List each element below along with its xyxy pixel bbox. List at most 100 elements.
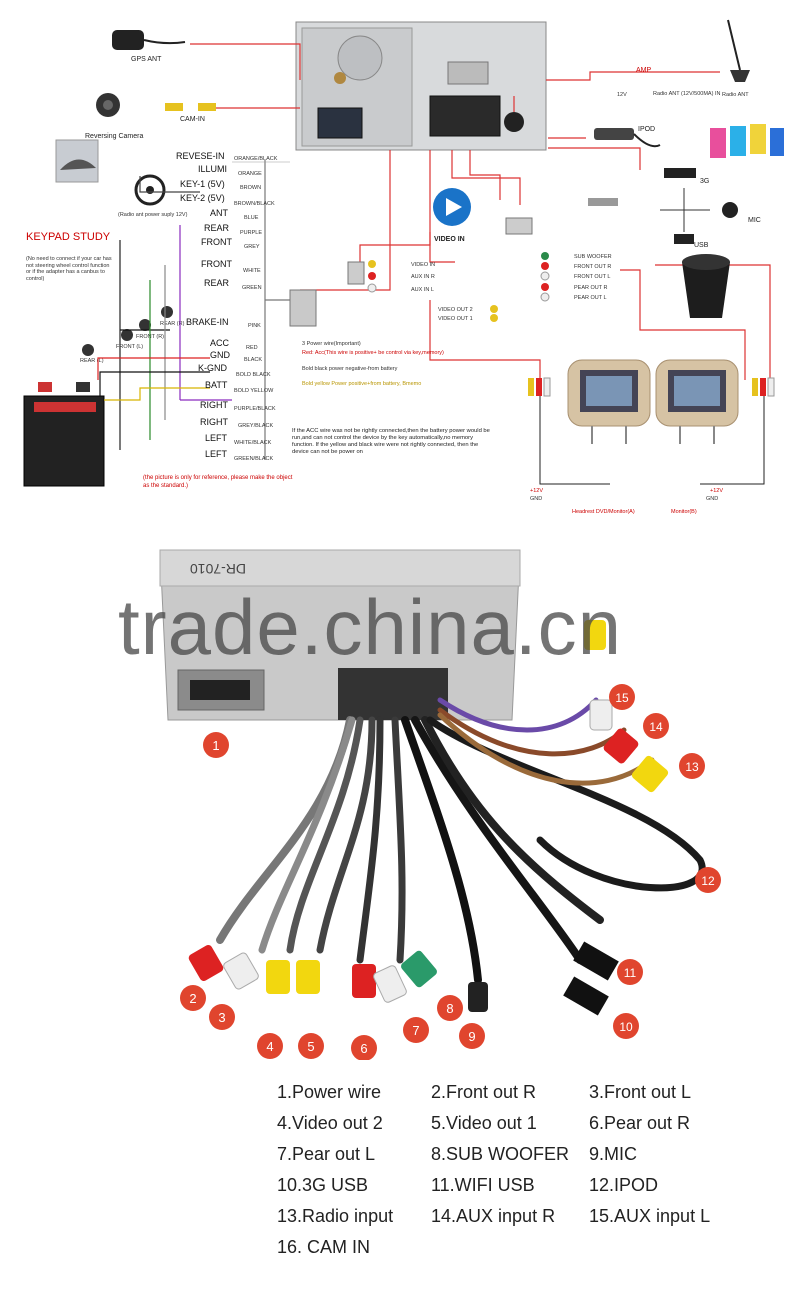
- legend-item: 2.Front out R: [431, 1082, 537, 1102]
- wire-color-11: BLACK: [244, 357, 262, 363]
- legend-item: 13.Radio input: [277, 1206, 394, 1226]
- rca-input-block: VIDEO IN AUX IN R AUX IN L: [347, 260, 435, 293]
- radio-ant-label: Radio ANT: [722, 92, 749, 98]
- rca-in-0: VIDEO IN: [411, 262, 435, 268]
- wire-color-7: WHITE: [243, 268, 261, 274]
- wire-color-labels: ORANGE/BLACK ORANGE BROWN BROWN/BLACK BL…: [232, 156, 290, 462]
- power-note-black: Bold black power negative-from battery: [302, 366, 398, 372]
- wire-color-6: GREY: [244, 244, 260, 250]
- wire-label-17: LEFT: [205, 449, 228, 459]
- callout-4: 4: [257, 1033, 283, 1059]
- svg-text:15: 15: [615, 691, 629, 705]
- legend-item: 8.SUB WOOFER: [431, 1144, 570, 1164]
- legend-item: 4.Video out 2: [277, 1113, 383, 1133]
- wire-label-9: BRAKE-IN: [186, 317, 229, 327]
- power-note-title: 3 Power wire(Important): [302, 341, 361, 347]
- callout-3: 3: [209, 1004, 235, 1030]
- video-in-icon: VIDEO IN: [433, 188, 471, 243]
- svg-text:6: 6: [360, 1041, 367, 1056]
- callout-1: 1: [203, 732, 229, 758]
- video-in-label: VIDEO IN: [434, 236, 465, 243]
- legend-item: 11.WIFI USB: [431, 1175, 535, 1195]
- wire-label-0: REVESE-IN: [176, 151, 225, 161]
- model-label: DR-7010: [190, 561, 246, 577]
- gps-ant-label: GPS ANT: [131, 56, 162, 63]
- wire-label-1: ILLUMI: [198, 164, 227, 174]
- wire-color-9: PINK: [248, 323, 261, 329]
- wire-label-14: RIGHT: [200, 400, 229, 410]
- wire-color-8: GREEN: [242, 285, 262, 291]
- monitor-b-label: Monitor(B): [671, 509, 697, 515]
- wire-label-2: KEY-1 (5V): [180, 179, 225, 189]
- watermark: trade.china.cn: [118, 583, 622, 671]
- svg-text:11: 11: [624, 966, 637, 980]
- rca-in-1: AUX IN R: [411, 274, 435, 280]
- callout-2: 2: [180, 985, 206, 1011]
- legend-item: 10.3G USB: [277, 1175, 369, 1195]
- reversing-camera-label: Reversing Camera: [85, 133, 143, 140]
- svg-text:9: 9: [468, 1029, 475, 1044]
- headrest-monitor-a: [567, 359, 651, 444]
- wire-color-4: BLUE: [244, 215, 259, 221]
- headrest-a-label: Headrest DVD/Monitor(A): [572, 509, 635, 515]
- mic-label: MIC: [748, 217, 761, 224]
- power-note-red: Red: Acc(This wire is positive+ be contr…: [302, 350, 444, 356]
- legend-item: 14.AUX input R: [431, 1206, 556, 1226]
- rca-plugs: [188, 620, 669, 1016]
- svg-text:5: 5: [307, 1039, 314, 1054]
- head-unit-photo: DR-7010: [159, 549, 521, 721]
- amp-label: AMP: [636, 67, 652, 74]
- callout-14: 14: [643, 713, 669, 739]
- headrest-monitor-b: [655, 359, 739, 444]
- wire-color-2: BROWN: [240, 185, 261, 191]
- wire-color-14: PURPLE/BLACK: [234, 406, 276, 412]
- harness-connector: [289, 289, 317, 327]
- wire-color-10: RED: [246, 345, 258, 351]
- keypad-note: (No need to connect if your car has not …: [26, 256, 112, 282]
- legend-item: 15.AUX input L: [589, 1206, 711, 1226]
- svg-text:8: 8: [446, 1001, 453, 1016]
- rca-in-2: AUX IN L: [411, 287, 434, 293]
- svg-text:2: 2: [189, 991, 196, 1006]
- cables: [216, 697, 706, 984]
- svg-text:1: 1: [212, 738, 219, 753]
- harness-lines: [97, 160, 300, 460]
- wire-label-7: FRONT: [201, 259, 232, 269]
- cam-in-label: CAM-IN: [180, 116, 205, 123]
- video-out-block: VIDEO OUT 2 VIDEO OUT 1: [438, 217, 533, 322]
- wire-label-12: K-GND: [198, 363, 228, 373]
- wire-label-11: GND: [210, 350, 231, 360]
- wire-color-16: WHITE/BLACK: [234, 440, 272, 446]
- callout-13: 13: [679, 753, 705, 779]
- video-out-1: VIDEO OUT 1: [438, 316, 473, 322]
- usb-3g-mic: 3G MIC USB: [588, 168, 761, 249]
- rca-out-3: PEAR OUT R: [574, 285, 608, 291]
- head-unit-back: [295, 21, 547, 151]
- rca-output-block: SUB WOOFER FRONT OUT R FRONT OUT L PEAR …: [540, 252, 612, 302]
- ipod-label: IPOD: [638, 126, 655, 133]
- svg-text:3: 3: [218, 1010, 225, 1025]
- wire-color-5: PURPLE: [240, 230, 262, 236]
- wire-label-16: LEFT: [205, 433, 228, 443]
- legend-item: 16. CAM IN: [277, 1237, 371, 1257]
- wire-color-17: GREEN/BLACK: [234, 456, 273, 462]
- callout-8: 8: [437, 995, 463, 1021]
- radio-ant-in-label: Radio ANT (12V/500MA) IN: [653, 91, 720, 97]
- ipod-cable: IPOD: [594, 124, 784, 158]
- video-out-0: VIDEO OUT 2: [438, 307, 473, 313]
- subwoofer: [682, 254, 730, 318]
- rca-out-1: FRONT OUT R: [574, 264, 611, 270]
- wire-label-15: RIGHT: [200, 417, 229, 427]
- acc-warning: If the ACC wire was not be rightly conne…: [292, 428, 490, 455]
- usb-label: USB: [694, 242, 709, 249]
- power-note-yellow: Bold yellow Power positive+from battery,…: [302, 381, 421, 387]
- monitor-rca-plugs: [528, 377, 775, 485]
- power-notes: 3 Power wire(Important) Red: Acc(This wi…: [302, 341, 444, 387]
- legend-item: 7.Pear out L: [277, 1144, 376, 1164]
- keypad-title: KEYPAD STUDY: [26, 231, 111, 243]
- callout-12: 12: [695, 867, 721, 893]
- speaker-label-3: REAR (R): [160, 321, 185, 327]
- callout-5: 5: [298, 1033, 324, 1059]
- wire-color-15: GREY/BLACK: [238, 423, 273, 429]
- gnd-a: GND: [530, 496, 542, 502]
